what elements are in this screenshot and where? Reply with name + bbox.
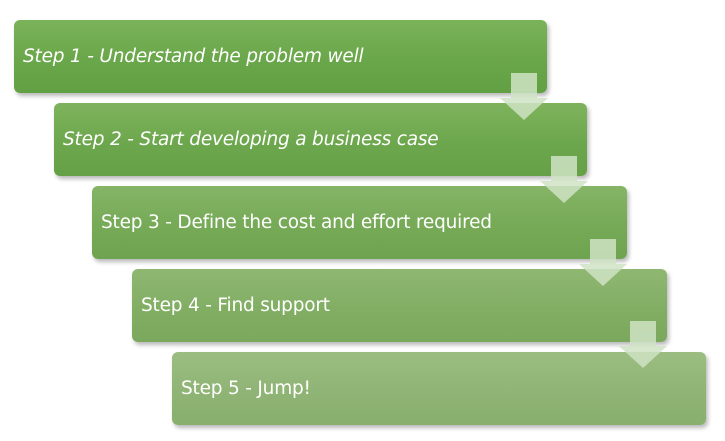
step-1-label: Step 1 - Understand the problem well	[23, 46, 364, 67]
down-arrow-icon	[500, 73, 548, 120]
down-arrow-icon	[619, 321, 667, 368]
step-4-box: Step 4 - Find support	[132, 269, 667, 342]
step-2-label: Step 2 - Start developing a business cas…	[63, 129, 439, 150]
step-4-label: Step 4 - Find support	[141, 295, 330, 316]
step-5-box: Step 5 - Jump!	[172, 352, 706, 425]
step-3-label: Step 3 - Define the cost and effort requ…	[101, 212, 492, 233]
step-2-box: Step 2 - Start developing a business cas…	[54, 103, 587, 176]
step-5-label: Step 5 - Jump!	[181, 378, 311, 399]
down-arrow-icon	[540, 156, 588, 203]
step-3-box: Step 3 - Define the cost and effort requ…	[92, 186, 627, 259]
step-1-box: Step 1 - Understand the problem well	[14, 20, 547, 93]
down-arrow-icon	[579, 239, 627, 286]
